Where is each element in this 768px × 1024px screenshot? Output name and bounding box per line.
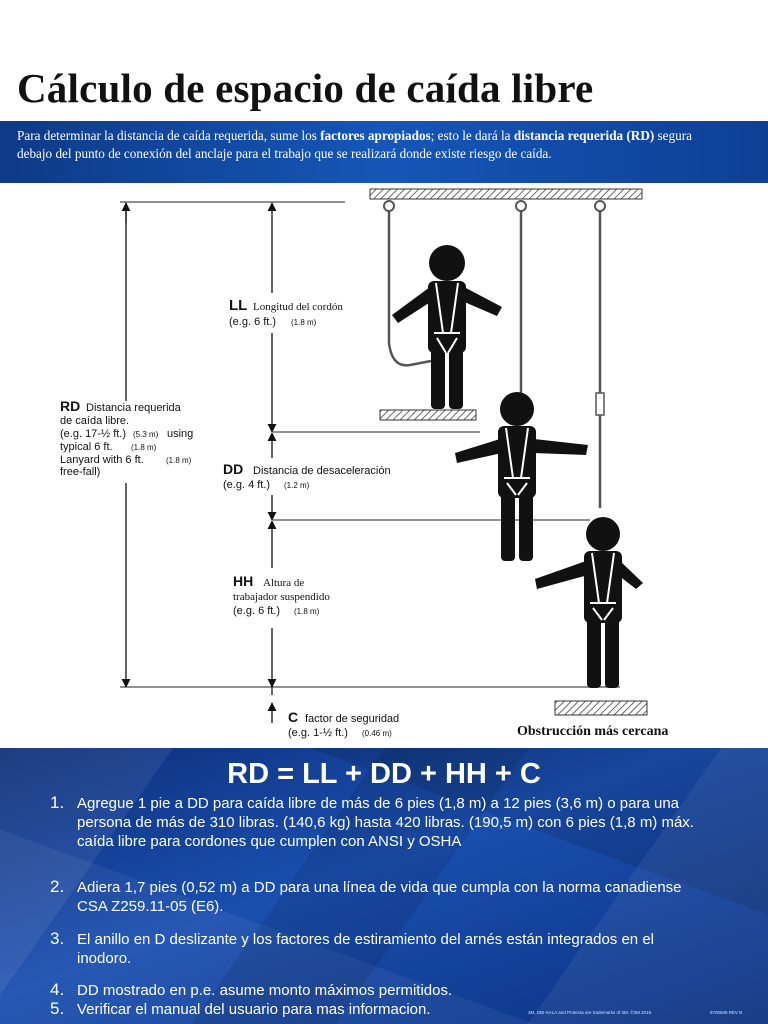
intro-bold-factors: factores apropiados <box>320 128 431 143</box>
ll-desc: Longitud del cordón <box>253 301 343 313</box>
worker-standing <box>392 245 502 409</box>
rd-line3-tail: using <box>167 428 193 440</box>
c-example: (e.g. 1-½ ft.) <box>288 727 348 739</box>
worker-suspended <box>535 517 643 688</box>
note-number: 2. <box>50 877 65 896</box>
worker-falling <box>455 392 588 561</box>
hh-abbr: HH <box>233 573 253 589</box>
rd-line5: Lanyard with 6 ft. <box>60 454 144 466</box>
formula-panel: RD = LL + DD + HH + C 1. Agregue 1 pie a … <box>0 748 768 1024</box>
dd-desc: Distancia de desaceleración <box>253 465 391 477</box>
rd-line4: typical 6 ft. <box>60 441 113 453</box>
note-number: 3. <box>50 929 65 948</box>
ll-metric: (1.8 m) <box>291 318 317 327</box>
note-number: 5. <box>50 999 65 1018</box>
note-text: Adiera 1,7 pies (0,52 m) a DD para una l… <box>77 879 682 915</box>
note-text: El anillo en D deslizante y los factores… <box>77 931 654 967</box>
c-metric: (0.46 m) <box>362 729 392 738</box>
hh-line1: Altura de <box>263 577 304 589</box>
anchor-beam <box>369 188 643 200</box>
intro-text-part2: ; esto le dará la <box>430 128 514 143</box>
note-number: 4. <box>50 980 65 999</box>
rd-abbr: RD <box>60 398 80 414</box>
hh-metric: (1.8 m) <box>294 607 320 616</box>
intro-banner: Para determinar la distancia de caída re… <box>0 121 768 183</box>
note-number: 1. <box>50 793 65 812</box>
note-item-5: 5. Verificar el manual del usuario para m… <box>50 999 710 1019</box>
lanyards <box>387 211 602 508</box>
intro-text: Para determinar la distancia de caída re… <box>17 127 717 162</box>
c-abbr: C <box>288 709 298 725</box>
note-text: Agregue 1 pie a DD para caída libre de m… <box>77 795 694 850</box>
shock-absorber <box>595 392 605 416</box>
rd-line4-metric: (1.8 m) <box>131 443 157 452</box>
snap-hook-2 <box>515 200 527 212</box>
note-item-3: 3. El anillo en D deslizante y los factor… <box>50 929 710 968</box>
formula: RD = LL + DD + HH + C <box>227 758 541 790</box>
intro-bold-rd: distancia requerida (RD) <box>513 128 655 143</box>
note-item-1: 1. Agregue 1 pie a DD para caída libre de… <box>50 793 710 851</box>
worker-platform <box>379 409 477 421</box>
fall-clearance-diagram: LL Longitud del cordón (e.g. 6 ft.) (1.8… <box>0 183 768 748</box>
ll-abbr: LL <box>229 297 247 314</box>
snap-hook-3 <box>594 200 606 212</box>
rd-line3-metric: (5.3 m) <box>133 430 159 439</box>
note-item-2: 2. Adiera 1,7 pies (0,52 m) a DD para una… <box>50 877 710 916</box>
ll-example: (e.g. 6 ft.) <box>229 316 276 328</box>
rd-line1: Distancia requerida <box>86 402 182 414</box>
note-text: Verificar el manual del usuario para mas… <box>77 1001 431 1018</box>
trademark-footer: 3M, DBI-SALA and Protecta are trademarks… <box>528 1010 653 1015</box>
rd-line3: (e.g. 17-½ ft.) <box>60 428 126 440</box>
note-text: DD mostrado en p.e. asume monto máximos … <box>77 982 453 999</box>
rd-line6: free-fall) <box>60 466 100 478</box>
document-code: 9700608 REV B <box>710 1010 743 1015</box>
diagram-svg: LL Longitud del cordón (e.g. 6 ft.) (1.8… <box>60 188 668 739</box>
nearest-obstruction <box>554 700 648 716</box>
obstruction-label: Obstrucción más cercana <box>517 724 668 739</box>
lanyard-standing <box>387 211 432 367</box>
snap-hooks <box>383 200 606 212</box>
dd-abbr: DD <box>223 461 243 477</box>
dd-metric: (1.2 m) <box>284 481 310 490</box>
intro-text-part1: Para determinar la distancia de caída re… <box>17 128 321 143</box>
intro-text-part3: segura debajo del punto de conexión del … <box>17 128 692 161</box>
dd-example: (e.g. 4 ft.) <box>223 479 270 491</box>
hh-line2: trabajador suspendido <box>233 591 330 603</box>
snap-hook-1 <box>383 200 395 212</box>
note-item-4: 4. DD mostrado en p.e. asume monto máximo… <box>50 980 710 1000</box>
hh-example: (e.g. 6 ft.) <box>233 605 280 617</box>
rd-line5-metric: (1.8 m) <box>166 456 192 465</box>
page-title: Cálculo de espacio de caída libre <box>17 65 594 111</box>
rd-line2: de caída libre. <box>60 415 129 427</box>
c-desc: factor de seguridad <box>305 713 399 725</box>
